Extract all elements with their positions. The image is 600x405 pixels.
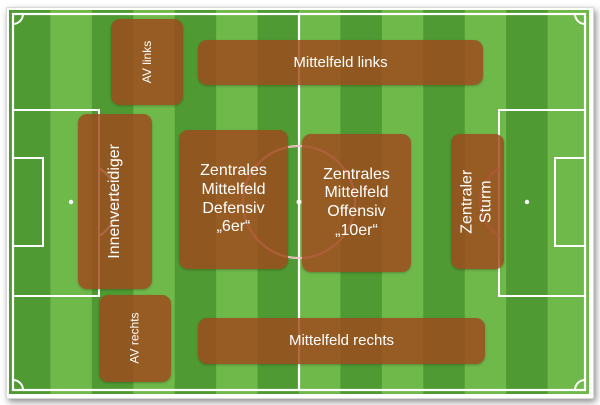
zone-mittelfeld-links-label: Mittelfeld links — [293, 53, 388, 71]
left-penalty-spot — [68, 199, 74, 205]
zone-av-rechts-label: AV rechts — [127, 312, 142, 365]
zone-av-links: AV links — [111, 19, 183, 105]
corner-arc-top-right — [574, 13, 586, 25]
left-goal-area — [12, 157, 44, 247]
right-goal-area — [554, 157, 586, 247]
zone-mittelfeld-rechts: Mittelfeld rechts — [198, 318, 485, 364]
right-penalty-spot — [524, 199, 530, 205]
zone-zmd-label: Zentrales Mittelfeld Defensiv „6er“ — [200, 162, 267, 236]
zone-zentraler-sturm: Zentraler Sturm — [451, 134, 504, 269]
grass-stripe — [9, 10, 52, 394]
zone-zmo-label: Zentrales Mittelfeld Offensiv „10er“ — [323, 165, 390, 239]
zone-av-links-label: AV links — [139, 40, 154, 84]
zone-innenverteidiger: Innenverteidiger — [78, 114, 152, 289]
corner-arc-bottom-left — [12, 379, 24, 391]
corner-arc-bottom-right — [574, 379, 586, 391]
zone-zentraler-sturm-label: Zentraler Sturm — [458, 169, 495, 234]
center-spot — [296, 199, 302, 205]
zone-zentrales-mittelfeld-offensiv: Zentrales Mittelfeld Offensiv „10er“ — [302, 134, 411, 272]
zone-zentrales-mittelfeld-defensiv: Zentrales Mittelfeld Defensiv „6er“ — [179, 130, 288, 269]
grass-stripe — [547, 10, 589, 394]
football-pitch: AV links Mittelfeld links Innenverteidig… — [9, 10, 589, 394]
corner-arc-top-left — [12, 13, 24, 25]
zone-mittelfeld-rechts-label: Mittelfeld rechts — [288, 332, 395, 350]
zone-innenverteidiger-label: Innenverteidiger — [105, 144, 123, 259]
zone-mittelfeld-links: Mittelfeld links — [198, 40, 483, 85]
zone-av-rechts: AV rechts — [99, 295, 171, 382]
